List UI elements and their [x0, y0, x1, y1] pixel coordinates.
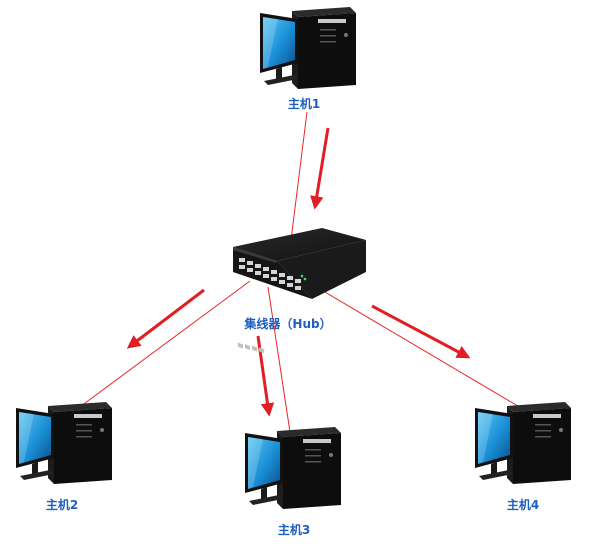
- hub-label: 集线器（Hub）: [244, 317, 332, 331]
- host4-label: 主机4: [506, 498, 540, 512]
- host3-label: 主机3: [277, 523, 311, 537]
- arrow-hub-to-host2: [126, 288, 205, 349]
- host3-computer-icon: [245, 427, 341, 509]
- arrow-host1-to-hub: [310, 127, 330, 210]
- link-hub-host2: [72, 280, 251, 413]
- host4-computer-icon: [475, 402, 571, 484]
- host2-computer-icon: [16, 402, 112, 484]
- link-hub-host4: [312, 284, 529, 413]
- hub-port-row: [238, 342, 264, 354]
- host1-label: 主机1: [287, 97, 321, 111]
- arrow-hub-to-host4: [371, 304, 471, 359]
- host1-computer-icon: [260, 7, 356, 89]
- link-hub-host3: [267, 286, 291, 433]
- host2-label: 主机2: [45, 498, 79, 512]
- hub-device-icon: [233, 228, 366, 354]
